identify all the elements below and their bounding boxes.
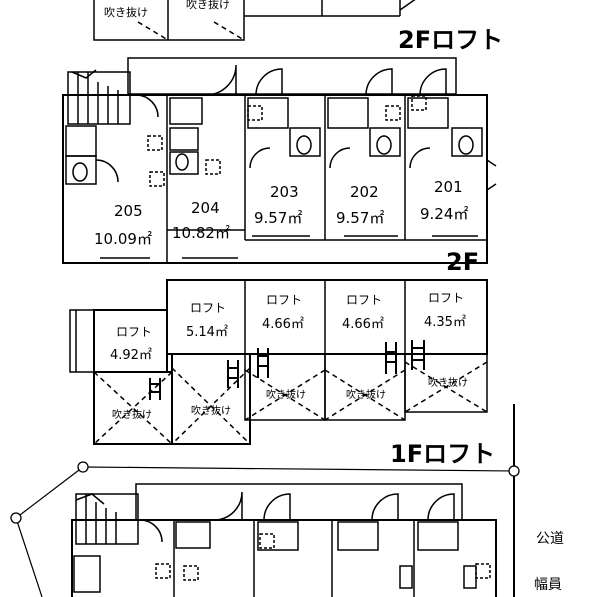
unit-area: 9.57㎡	[254, 209, 302, 227]
atrium-label: 吹き抜け	[346, 388, 386, 401]
loft-2f-strip	[93, 0, 416, 41]
atrium-label: 吹き抜け	[191, 404, 231, 417]
unit-number: 204	[191, 199, 220, 217]
loft-area: 4.35㎡	[424, 315, 466, 330]
loft-area: 4.92㎡	[110, 348, 152, 363]
section-title-1f-loft: 1Fロフト	[390, 440, 495, 468]
floor-2f-plan	[62, 57, 497, 264]
loft-area: 4.66㎡	[342, 317, 384, 332]
loft-label: ロフト	[428, 291, 464, 305]
atrium-label: 吹き抜け	[186, 0, 230, 11]
loft-label: ロフト	[190, 301, 226, 315]
loft-1f-plan	[69, 279, 488, 445]
unit-area: 9.24㎡	[420, 205, 468, 223]
section-title-2f-loft: 2Fロフト	[398, 26, 503, 54]
unit-number: 202	[350, 183, 379, 201]
road-label: 公道	[536, 531, 564, 547]
loft-area: 4.66㎡	[262, 317, 304, 332]
loft-label: ロフト	[266, 293, 302, 307]
atrium-label: 吹き抜け	[112, 408, 152, 421]
loft-label: ロフト	[346, 293, 382, 307]
unit-area: 10.09㎡	[94, 230, 152, 248]
atrium-label: 吹き抜け	[266, 388, 306, 401]
unit-number: 201	[434, 178, 463, 196]
unit-number: 205	[114, 202, 143, 220]
unit-area: 10.82㎡	[172, 224, 230, 242]
loft-area: 5.14㎡	[186, 325, 228, 340]
floor-1f-plan	[15, 404, 515, 597]
unit-number: 203	[270, 183, 299, 201]
unit-area: 9.57㎡	[336, 209, 384, 227]
atrium-label: 吹き抜け	[428, 376, 468, 389]
atrium-label: 吹き抜け	[104, 5, 148, 19]
section-title-2f: 2F	[446, 248, 479, 276]
road-width-label: 幅員	[534, 577, 562, 593]
loft-label: ロフト	[116, 325, 152, 339]
